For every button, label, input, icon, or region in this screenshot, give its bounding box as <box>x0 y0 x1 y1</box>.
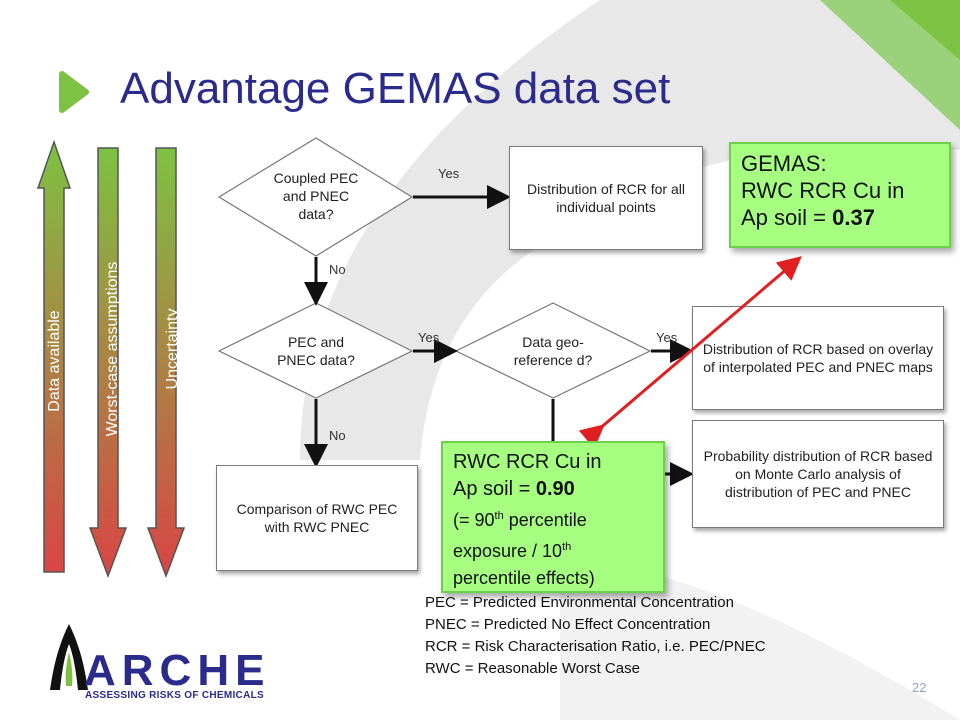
decision-pec-pnec-text: PEC and PNEC data? <box>277 333 355 368</box>
decision-coupled <box>217 137 414 257</box>
data-available-arrow <box>36 140 72 573</box>
gemas-result-box: GEMAS: RWC RCR Cu in Ap soil = 0.37 <box>729 142 951 248</box>
yes-label-2: Yes <box>418 330 440 345</box>
decision-georef-text: Data geo-reference d? <box>513 333 593 368</box>
rwc-line1: RWC RCR Cu in <box>453 451 602 473</box>
page-number: 22 <box>912 680 927 695</box>
uncertainty-arrow <box>146 147 186 579</box>
rwc-line5: percentile effects) <box>453 568 595 588</box>
gemas-value: 0.37 <box>832 205 875 230</box>
definition-rwc: RWC = Reasonable Worst Case <box>425 660 640 677</box>
title-chevron-icon <box>59 71 89 113</box>
arche-logo-icon <box>50 624 88 690</box>
rwc-line3: (= 90th percentile <box>453 510 587 530</box>
comparison-box: Comparison of RWC PEC with RWC PNEC <box>216 465 418 571</box>
rwc-result-box: RWC RCR Cu in Ap soil = 0.90 (= 90th per… <box>441 441 665 593</box>
dist-individual-box: Distribution of RCR for all individual p… <box>509 146 703 250</box>
gemas-line1: GEMAS: <box>741 151 827 176</box>
worst-case-arrow <box>88 147 128 579</box>
no-label-1: No <box>329 262 346 277</box>
no-label-2: No <box>329 428 346 443</box>
definition-pec: PEC = Predicted Environmental Concentrat… <box>425 594 734 611</box>
yes-label-1: Yes <box>438 166 460 181</box>
rwc-line2: Ap soil = 0.90 <box>453 478 575 500</box>
decision-pec-pnec <box>217 302 414 399</box>
vertical-arrows <box>36 140 186 579</box>
gemas-line3: Ap soil = 0.37 <box>741 205 875 230</box>
page-title: Advantage GEMAS data set <box>120 64 671 113</box>
definitions: PEC = Predicted Environmental Concentrat… <box>425 592 766 680</box>
logo-name: ARCHE <box>84 646 271 695</box>
definition-pnec: PNEC = Predicted No Effect Concentration <box>425 616 711 633</box>
logo-tagline: ASSESSING RISKS OF CHEMICALS <box>85 690 264 701</box>
rwc-value: 0.90 <box>535 478 575 500</box>
gemas-line2: RWC RCR Cu in <box>741 178 905 203</box>
decision-coupled-text: Coupled PEC and PNEC data? <box>273 169 359 223</box>
rwc-line4: exposure / 10th <box>453 541 572 561</box>
definition-rcr: RCR = Risk Characterisation Ratio, i.e. … <box>425 638 766 655</box>
